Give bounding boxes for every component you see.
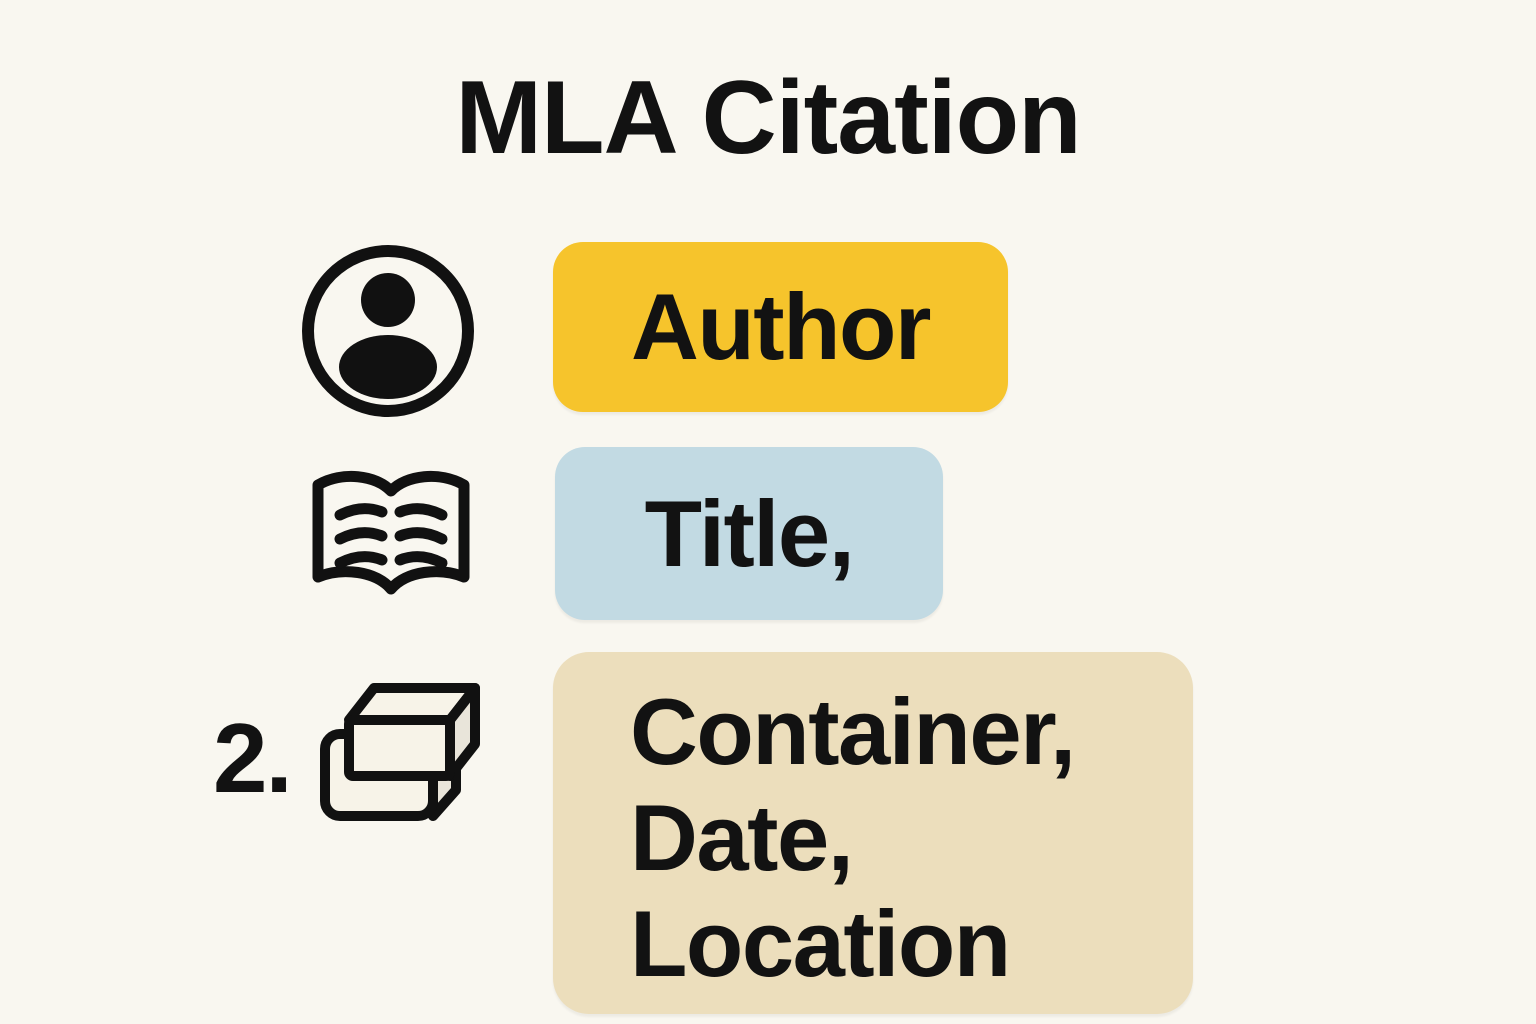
title-label: Title, — [644, 480, 855, 586]
step-number: 2. — [213, 703, 293, 813]
container-line-2: Date, — [630, 785, 854, 890]
title-pill: Title, — [555, 447, 943, 620]
container-line-1: Container, — [630, 679, 1076, 784]
container-pill: Container, Date, Location — [553, 652, 1193, 1014]
page-title: MLA Citation — [455, 60, 1081, 176]
stacked-boxes-icon — [315, 672, 483, 822]
container-line-3: Location — [630, 891, 1011, 996]
author-pill: Author — [553, 242, 1008, 412]
author-label: Author — [630, 274, 932, 379]
open-book-icon — [306, 465, 476, 607]
person-icon — [298, 240, 478, 420]
